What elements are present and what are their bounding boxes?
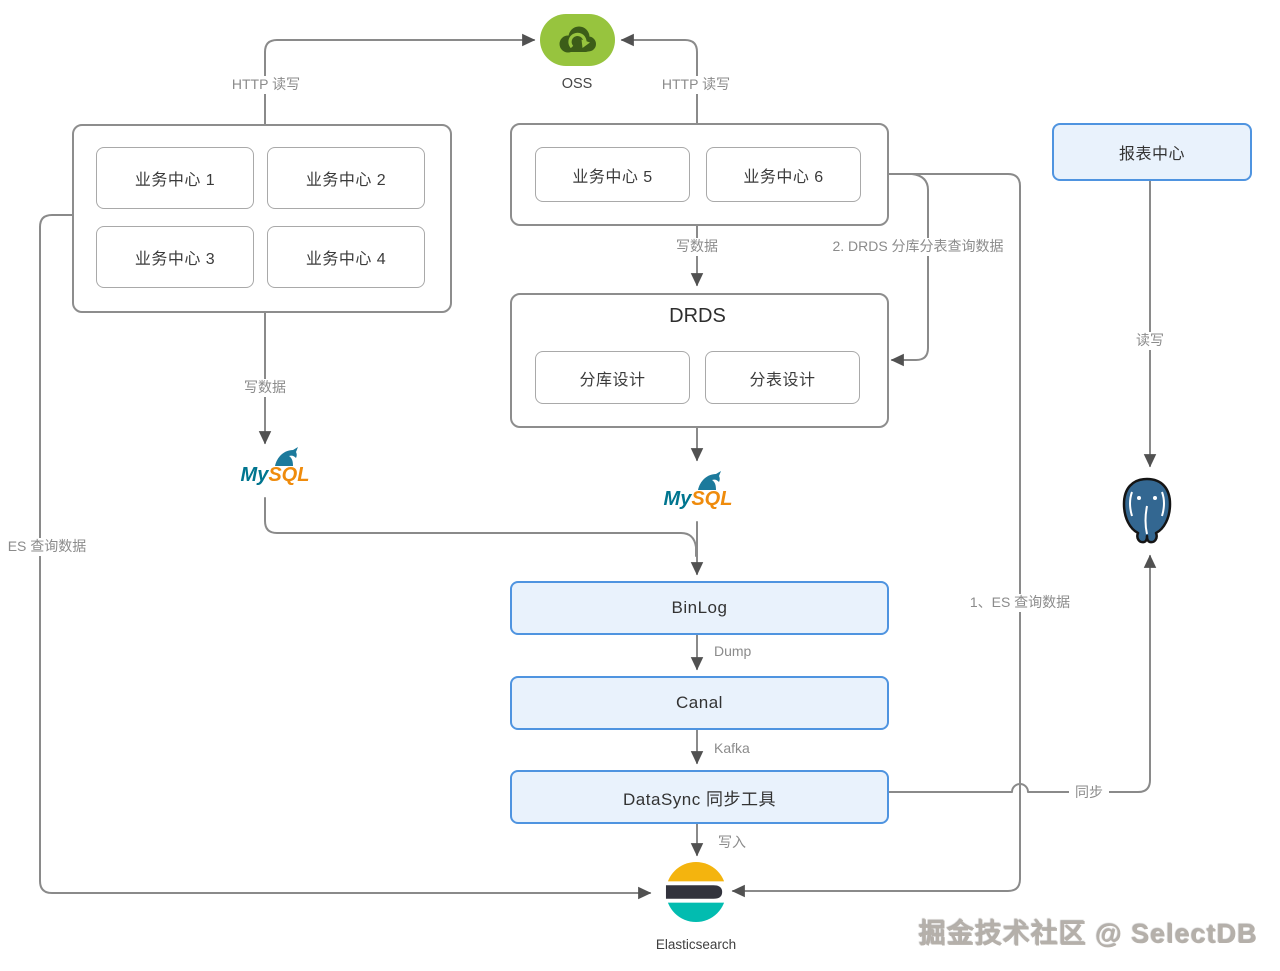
node-business-center-5: 业务中心 5 (535, 147, 690, 202)
node-sub-database-design: 分库设计 (535, 351, 690, 404)
mysql-wordmark: MySQL (240, 464, 310, 486)
label-dump: Dump (714, 643, 752, 659)
edge-right-es-query (731, 173, 1021, 898)
label-drds-query: 2. DRDS 分库分表查询数据 (826, 238, 1010, 256)
postgresql-elephant-icon (1119, 476, 1175, 553)
oss-label: OSS (561, 76, 593, 92)
mysql-wordmark: MySQL (663, 488, 733, 510)
mysql-dolphin-icon (275, 447, 298, 466)
label-es-query-right: 1、ES 查询数据 (963, 594, 1077, 612)
node-business-center-3: 业务中心 3 (96, 226, 254, 288)
node-business-center-2: 业务中心 2 (267, 147, 425, 209)
mysql-dolphin-icon (698, 471, 721, 490)
edge-datasync-to-pg (884, 554, 1157, 793)
edge-mysql1-merge (264, 497, 697, 557)
label-sync: 同步 (1069, 784, 1109, 802)
oss-cloud-icon (540, 14, 615, 66)
drds-title: DRDS (669, 305, 726, 327)
node-report-center: 报表中心 (1052, 123, 1252, 181)
elasticsearch-logo (665, 861, 727, 928)
edge-left-to-oss (264, 33, 536, 125)
node-binlog: BinLog (510, 581, 889, 635)
label-es-query-left: ES 查询数据 (1, 538, 93, 556)
node-datasync: DataSync 同步工具 (510, 770, 889, 824)
cloud-upload-icon (559, 26, 596, 53)
mysql-logo-left: MySQL (233, 446, 317, 496)
node-sub-table-design: 分表设计 (705, 351, 860, 404)
label-kafka: Kafka (714, 740, 750, 756)
label-read-write: 读写 (1130, 332, 1170, 350)
node-business-center-4: 业务中心 4 (267, 226, 425, 288)
label-write-data-left: 写数据 (238, 379, 292, 397)
label-write-in: 写入 (718, 834, 746, 850)
label-http-left: HTTP 读写 (225, 76, 307, 94)
elasticsearch-label: Elasticsearch (655, 937, 737, 952)
edge-center-to-oss (620, 33, 698, 124)
watermark: 掘金技术社区 @ SelectDB (919, 919, 1258, 949)
node-business-center-1: 业务中心 1 (96, 147, 254, 209)
label-write-data-center: 写数据 (670, 238, 724, 256)
edge-drds-query (890, 173, 929, 367)
label-http-right: HTTP 读写 (655, 76, 737, 94)
node-business-center-6: 业务中心 6 (706, 147, 861, 202)
node-canal: Canal (510, 676, 889, 730)
mysql-logo-center: MySQL (656, 470, 740, 520)
